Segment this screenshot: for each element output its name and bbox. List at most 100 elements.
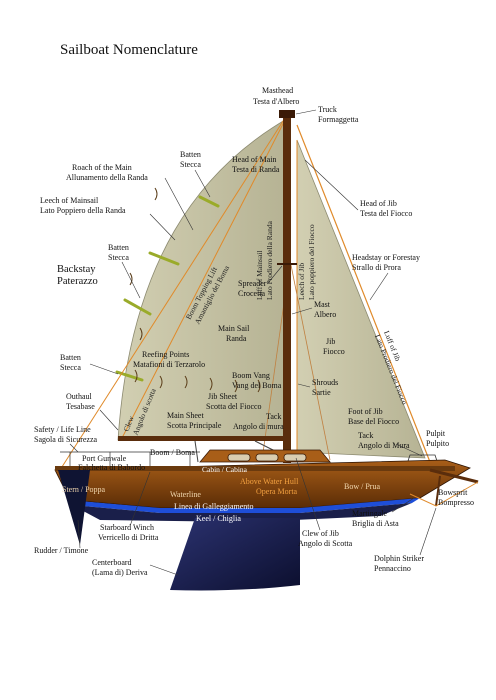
svg-text:Spreader: Spreader	[238, 279, 267, 288]
svg-text:Tack: Tack	[358, 431, 373, 440]
svg-text:Port Gunwale: Port Gunwale	[82, 454, 127, 463]
label-safety: Safety / Life Line Sagola di Sicurezza	[34, 425, 98, 453]
label-above-water: Above Water Hull Opera Morta	[240, 477, 299, 496]
svg-text:Angolo di Mura: Angolo di Mura	[358, 441, 410, 450]
label-starboard-winch: Starboard Winch Verricello di Dritta	[98, 471, 159, 542]
centerboard	[170, 518, 300, 591]
svg-text:Starboard Winch: Starboard Winch	[100, 523, 154, 532]
label-masthead-en: Masthead	[262, 86, 293, 95]
rudder-leader	[77, 519, 81, 549]
svg-text:Formaggetta: Formaggetta	[318, 115, 359, 124]
portholes	[227, 453, 307, 462]
svg-text:Martingale: Martingale	[352, 509, 388, 518]
svg-text:Briglia di Asta: Briglia di Asta	[352, 519, 399, 528]
label-reefing: Reefing Points Matafioni di Terzarolo	[133, 350, 205, 369]
label-cabin: Cabin / Cabina	[202, 465, 248, 474]
martingale	[409, 481, 479, 507]
svg-text:Batten: Batten	[60, 353, 81, 362]
label-mast: Mast Albero	[291, 300, 336, 319]
label-roach: Roach of the Main Allunamento della Rand…	[66, 163, 194, 231]
svg-text:Headstay or Forestay: Headstay or Forestay	[352, 253, 420, 262]
label-batten-mid: Batten Stecca	[108, 243, 141, 299]
svg-text:Tack: Tack	[266, 412, 281, 421]
label-main-sail: Main Sail Randa	[218, 324, 250, 343]
label-rudder: Rudder / Timone	[34, 546, 89, 555]
label-luff-main: Luff of Mainsail Lato Prodiero della Ran…	[255, 220, 274, 300]
label-leech-jib: Leech of Jib Lato poppiero del Fiocco	[297, 224, 316, 300]
reefing-points	[129, 187, 261, 393]
svg-text:Roach of the Main: Roach of the Main	[72, 163, 132, 172]
svg-text:Falchetta di Babordo: Falchetta di Babordo	[78, 463, 145, 472]
svg-text:Lato poppiero del Fiocco: Lato poppiero del Fiocco	[307, 224, 316, 300]
label-outhaul: Outhaul Tesabase	[66, 392, 119, 431]
svg-text:Safety / Life Line: Safety / Life Line	[34, 425, 91, 434]
label-batten-top: Batten Stecca	[180, 150, 211, 198]
main-sheet-line	[194, 440, 199, 463]
svg-text:Angolo di Scotta: Angolo di Scotta	[298, 539, 353, 548]
svg-text:Backstay: Backstay	[57, 264, 96, 275]
svg-text:Base del Fiocco: Base del Fiocco	[348, 417, 399, 426]
shroud-line	[289, 259, 331, 461]
svg-text:Testa di Randa: Testa di Randa	[232, 165, 280, 174]
svg-text:Mast: Mast	[314, 300, 331, 309]
bowsprit	[429, 468, 479, 484]
label-boom: Boom / Boma	[150, 448, 195, 457]
label-masthead-it: Testa d'Albero	[253, 97, 299, 106]
svg-text:Crocetta: Crocetta	[238, 289, 266, 298]
svg-text:Reefing Points: Reefing Points	[142, 350, 189, 359]
svg-text:Fiocco: Fiocco	[323, 347, 345, 356]
svg-text:Strallo di Prora: Strallo di Prora	[352, 263, 401, 272]
page-title: Sailboat Nomenclature	[60, 42, 198, 58]
label-main-sheet: Main Sheet Scotta Principale	[167, 411, 222, 430]
svg-text:Scotta Principale: Scotta Principale	[167, 421, 222, 430]
label-centerboard: Centerboard (Lama di) Deriva	[92, 558, 179, 577]
mainsail	[117, 119, 286, 441]
label-waterline: Waterline	[170, 490, 201, 499]
svg-text:Stecca: Stecca	[180, 160, 201, 169]
label-tack-jib: Tack Angolo di Mura	[358, 431, 423, 457]
svg-text:Angolo di mura: Angolo di mura	[233, 422, 284, 431]
svg-text:Head of Jib: Head of Jib	[360, 199, 397, 208]
label-port-gunwale: Port Gunwale Falchetta di Babordo	[78, 454, 145, 472]
label-pulpit: Pulpit Pulpito	[426, 429, 449, 448]
dolphin-striker	[435, 475, 441, 507]
bottom-hull	[72, 503, 412, 522]
svg-text:Truck: Truck	[318, 105, 337, 114]
label-clew-jib: Clew of Jib Angolo di Scotta	[295, 457, 353, 548]
svg-text:Pulpito: Pulpito	[426, 439, 449, 448]
svg-text:Jib: Jib	[326, 337, 335, 346]
label-bowsprit: Bowsprit Bompresso	[438, 488, 474, 507]
label-batten-low: Batten Stecca	[60, 353, 119, 375]
label-headstay: Headstay or Forestay Strallo di Prora	[352, 253, 420, 301]
svg-text:Randa: Randa	[226, 334, 247, 343]
label-dolphin: Dolphin Striker Pennaccino	[374, 507, 437, 573]
svg-text:Matafioni di Terzarolo: Matafioni di Terzarolo	[133, 360, 205, 369]
svg-text:Head of Main: Head of Main	[232, 155, 276, 164]
svg-text:(Lama di) Deriva: (Lama di) Deriva	[92, 568, 148, 577]
svg-text:Stecca: Stecca	[108, 253, 129, 262]
label-tack-main: Tack Angolo di mura	[233, 412, 284, 431]
label-spreader: Spreader Crocetta	[238, 265, 283, 298]
svg-text:Opera Morta: Opera Morta	[256, 487, 298, 496]
svg-text:Albero: Albero	[314, 310, 336, 319]
svg-text:Leech of Mainsail: Leech of Mainsail	[40, 196, 99, 205]
label-jib: Jib Fiocco	[323, 337, 345, 356]
label-head-main: Head of Main Testa di Randa	[232, 155, 280, 174]
svg-text:Outhaul: Outhaul	[66, 392, 93, 401]
svg-text:Testa del Fiocco: Testa del Fiocco	[360, 209, 412, 218]
svg-text:Pulpit: Pulpit	[426, 429, 446, 438]
svg-text:Centerboard: Centerboard	[92, 558, 132, 567]
svg-text:Jib Sheet: Jib Sheet	[208, 392, 238, 401]
label-boom-vang: Boom Vang Vang del Boma	[232, 371, 282, 390]
label-bow: Bow / Prua	[344, 482, 380, 491]
lifeline	[60, 451, 200, 468]
boom-topping-lift	[121, 119, 286, 439]
svg-text:Boom Vang: Boom Vang	[232, 371, 270, 380]
label-shrouds: Shrouds Sartie	[297, 378, 338, 397]
label-stern: Stern / Poppa	[62, 485, 106, 494]
svg-text:Vang del Boma: Vang del Boma	[232, 381, 282, 390]
backstay-line	[59, 117, 286, 471]
label-head-jib: Head of Jib Testa del Fiocco	[304, 159, 412, 218]
svg-text:Main Sail: Main Sail	[218, 324, 250, 333]
